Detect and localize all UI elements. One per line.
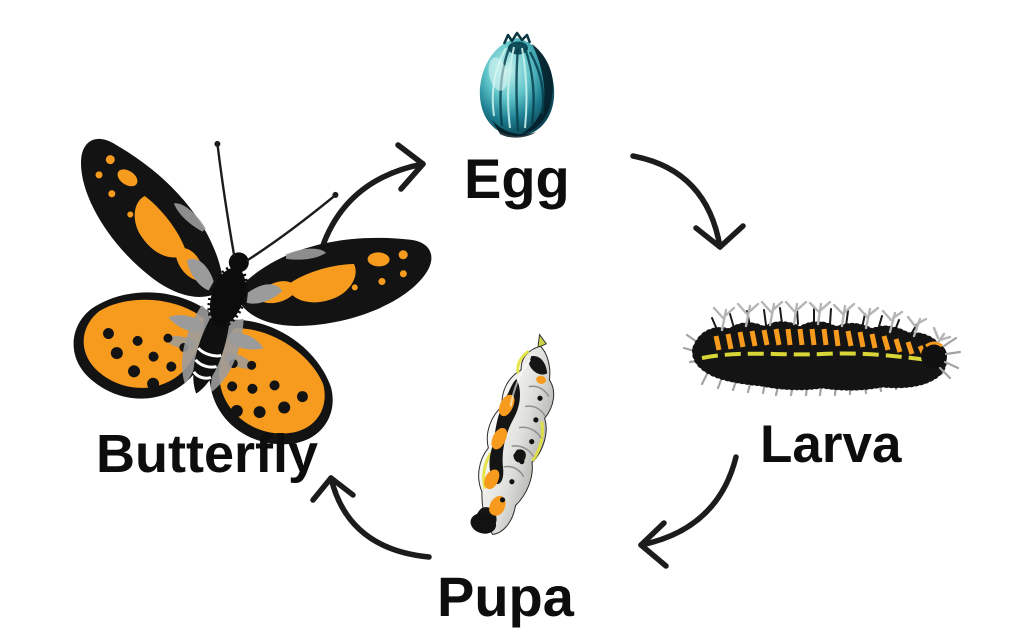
pupa-figure: [448, 330, 588, 562]
butterfly-label: Butterfly: [96, 424, 319, 484]
egg-figure: [462, 28, 572, 146]
larva-illustration: [682, 300, 962, 397]
larva-figure: [682, 288, 962, 397]
arrow-larva-to-pupa: [638, 454, 739, 569]
arrow-egg-to-larva: [630, 153, 746, 250]
larva-label: Larva: [760, 415, 902, 474]
pupa-label: Pupa: [437, 565, 574, 628]
arrow-pupa-to-butterfly: [310, 475, 432, 560]
egg-illustration: [479, 31, 555, 138]
egg-label: Egg: [464, 147, 570, 210]
pupa-illustration: [470, 333, 555, 535]
butterfly-antennae: [216, 145, 335, 262]
butterfly-body: [182, 140, 339, 394]
butterfly-figure: [4, 134, 444, 468]
butterfly-illustration: [14, 134, 432, 445]
